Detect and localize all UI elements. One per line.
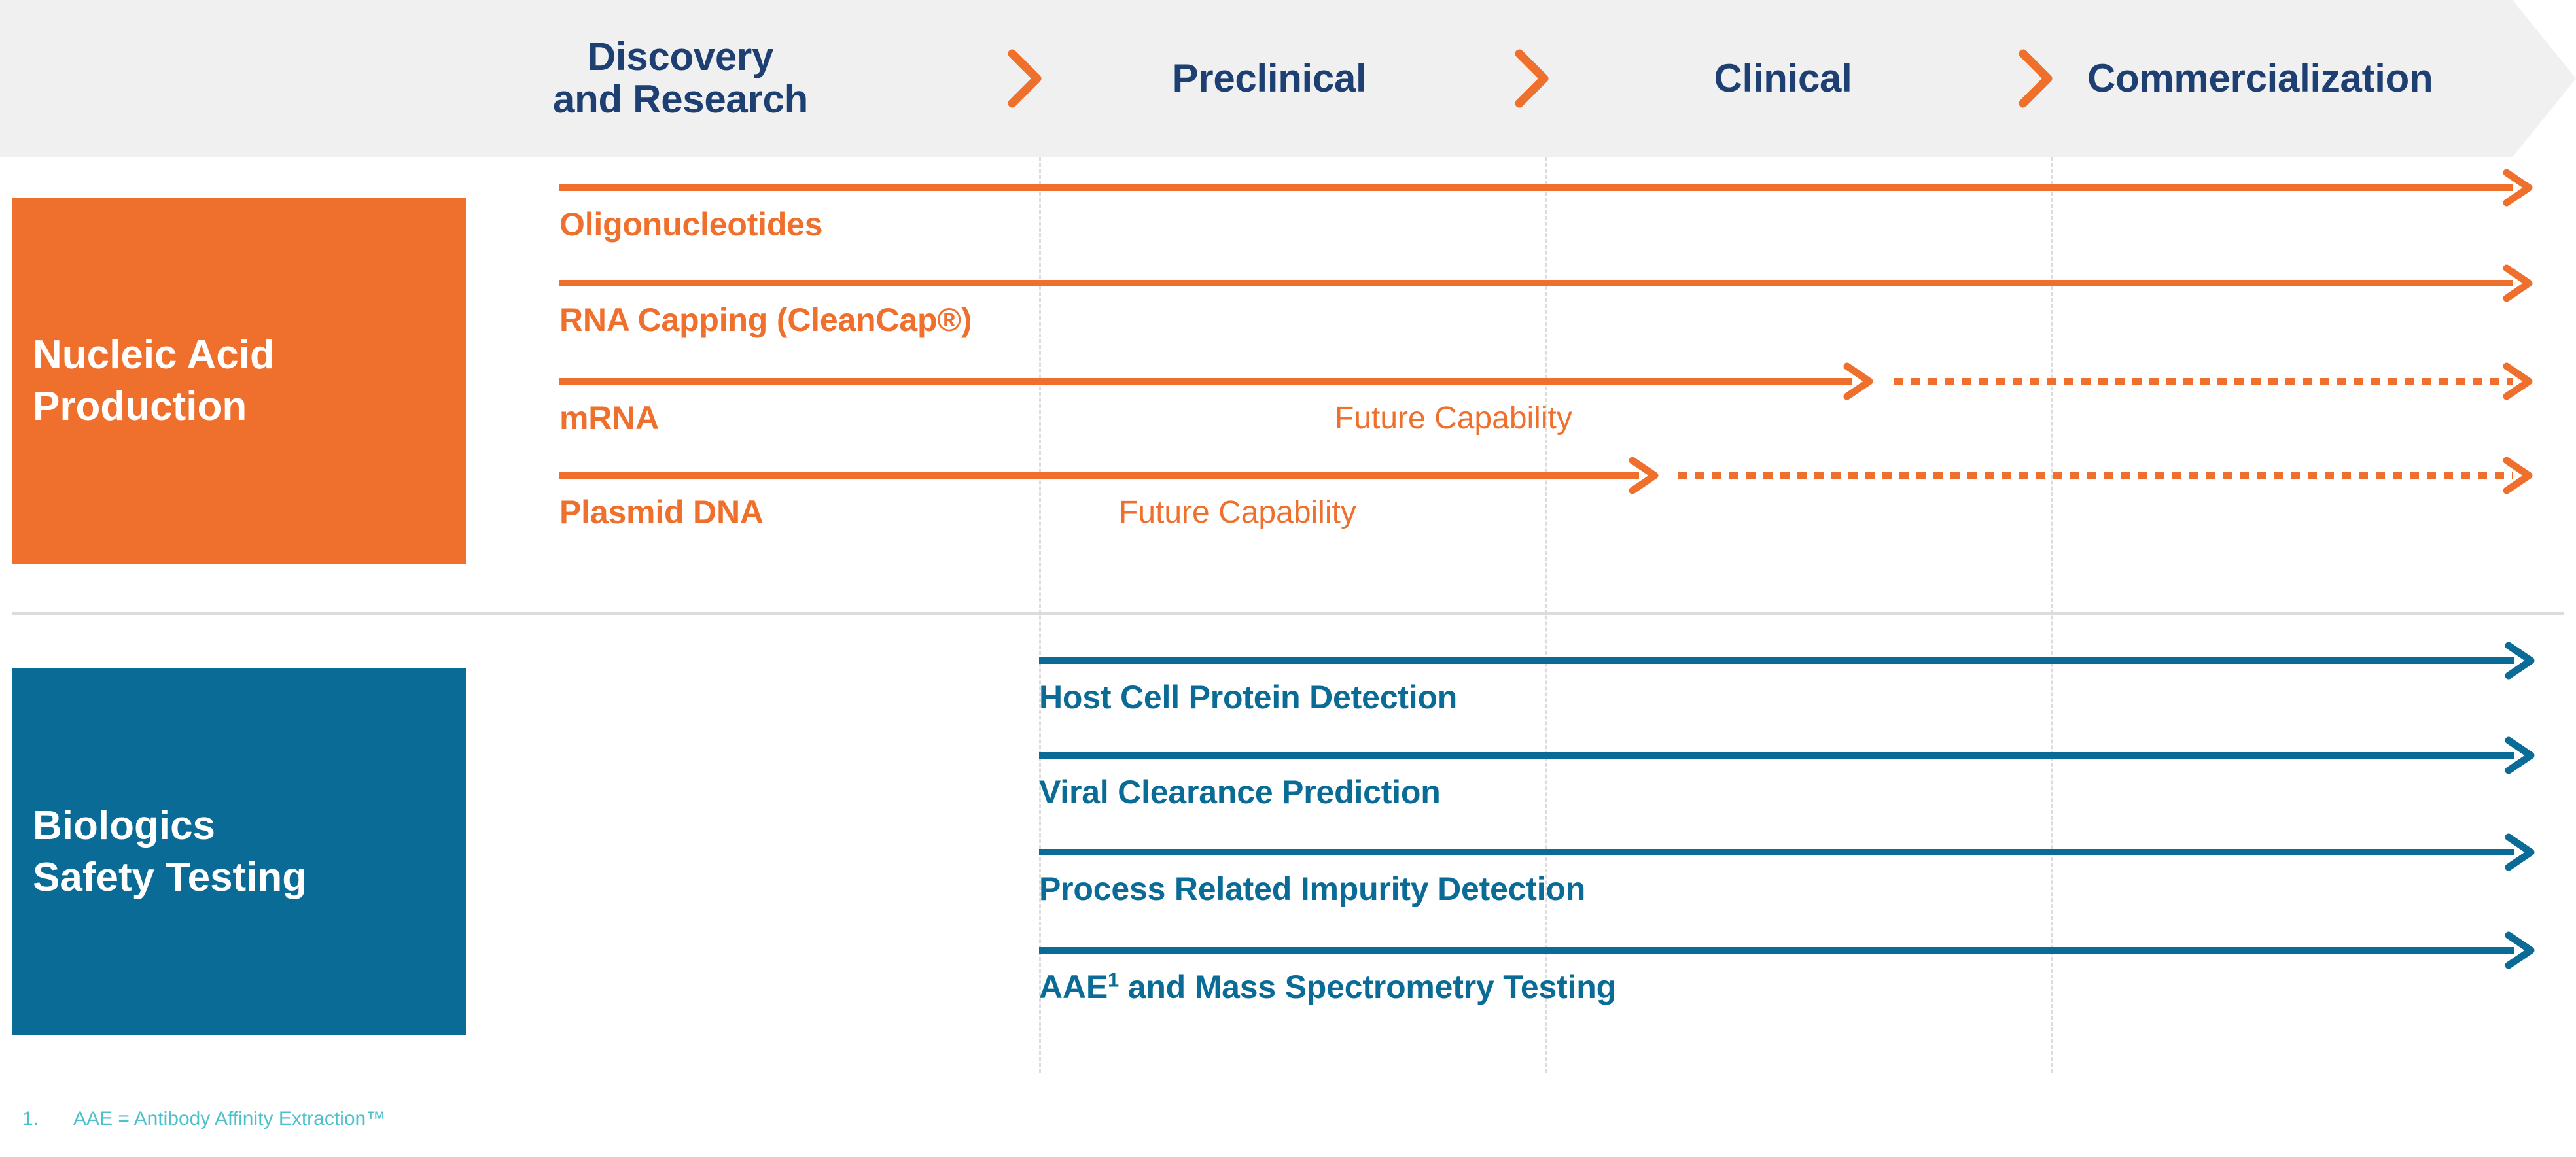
stage-label-text: Preclinical <box>1172 56 1367 100</box>
chevron-right-icon-2 <box>1502 0 1561 157</box>
gridline-preclinical <box>1039 157 1041 1073</box>
category-box-biologics-safety-testing: Biologics Safety Testing <box>12 668 466 1035</box>
arrowhead-icon <box>2495 167 2535 208</box>
capability-row-plasmid-dna[interactable]: Plasmid DNA Future Capability <box>559 457 2535 577</box>
capability-row-host-cell-protein-detection[interactable]: Host Cell Protein Detection <box>1039 642 2537 762</box>
capability-track-solid <box>1039 947 2514 954</box>
stage-banner-background <box>0 0 2576 157</box>
capability-row-process-related-impurity-detection[interactable]: Process Related Impurity Detection <box>1039 833 2537 954</box>
capability-label: mRNA <box>559 400 659 436</box>
capability-track-solid <box>559 472 1639 479</box>
capability-track-solid <box>559 280 2513 286</box>
capability-track-solid <box>559 184 2513 191</box>
capability-track-future-dotted <box>1678 472 2513 479</box>
capability-label: Oligonucleotides <box>559 206 823 243</box>
capability-row-viral-clearance-prediction[interactable]: Viral Clearance Prediction <box>1039 736 2537 857</box>
stage-label-text: Commercialization <box>2087 56 2433 100</box>
arrowhead-icon <box>2497 735 2537 776</box>
capability-row-rna-capping[interactable]: RNA Capping (CleanCap®) <box>559 264 2535 385</box>
future-capability-label: Future Capability <box>1119 495 1356 530</box>
capability-track-solid <box>1039 849 2514 855</box>
category-title: Nucleic Acid Production <box>33 332 275 429</box>
stage-clinical[interactable]: Clinical <box>1613 0 1953 157</box>
chevron-right-icon-3 <box>2005 0 2064 157</box>
capability-label: RNA Capping (CleanCap®) <box>559 302 972 338</box>
capability-track-solid <box>1039 657 2514 664</box>
capability-track-solid <box>1039 752 2514 759</box>
capability-label: Viral Clearance Prediction <box>1039 774 1441 810</box>
arrowhead-icon <box>2497 930 2537 971</box>
arrowhead-icon <box>2497 832 2537 872</box>
stage-label-text: Clinical <box>1714 56 1852 100</box>
footnote: 1. AAE = Antibody Affinity Extraction™ <box>22 1108 385 1130</box>
arrowhead-icon <box>1621 455 1661 496</box>
future-capability-label: Future Capability <box>1335 401 1572 436</box>
capability-track-future-dotted <box>1894 378 2513 385</box>
gridline-commercialization <box>2051 157 2053 1073</box>
arrowhead-future-icon <box>2495 361 2535 402</box>
capability-label: Plasmid DNA <box>559 494 764 530</box>
footnote-text: AAE = Antibody Affinity Extraction™ <box>73 1108 386 1130</box>
stage-commercialization[interactable]: Commercialization <box>2087 0 2576 157</box>
chevron-right-icon-1 <box>995 0 1053 157</box>
gridline-clinical <box>1545 157 1547 1073</box>
stage-banner: Discovery and Research Preclinical Clini… <box>0 0 2576 157</box>
arrowhead-icon <box>2497 640 2537 681</box>
capability-row-mrna[interactable]: mRNA Future Capability <box>559 362 2535 483</box>
category-title: Biologics Safety Testing <box>33 803 308 900</box>
capability-label: Host Cell Protein Detection <box>1039 679 1458 716</box>
capability-row-aae-and-mass-spectrometry-testing[interactable]: AAE1 and Mass Spectrometry Testing <box>1039 931 2537 1052</box>
category-box-nucleic-acid-production: Nucleic Acid Production <box>12 198 466 564</box>
capability-track-solid <box>559 378 1852 385</box>
capability-label: AAE1 and Mass Spectrometry Testing <box>1039 968 1616 1005</box>
capability-row-oligonucleotides[interactable]: Oligonucleotides <box>559 169 2535 289</box>
section-divider <box>12 612 2564 615</box>
capability-label: Process Related Impurity Detection <box>1039 871 1586 907</box>
footnote-number: 1. <box>22 1108 39 1130</box>
arrowhead-future-icon <box>2495 455 2535 496</box>
stage-label-text: Discovery and Research <box>553 35 808 121</box>
arrowhead-icon <box>1835 361 1876 402</box>
arrowhead-icon <box>2495 263 2535 303</box>
stage-preclinical[interactable]: Preclinical <box>1086 0 1453 157</box>
stage-discovery-and-research[interactable]: Discovery and Research <box>497 0 864 157</box>
